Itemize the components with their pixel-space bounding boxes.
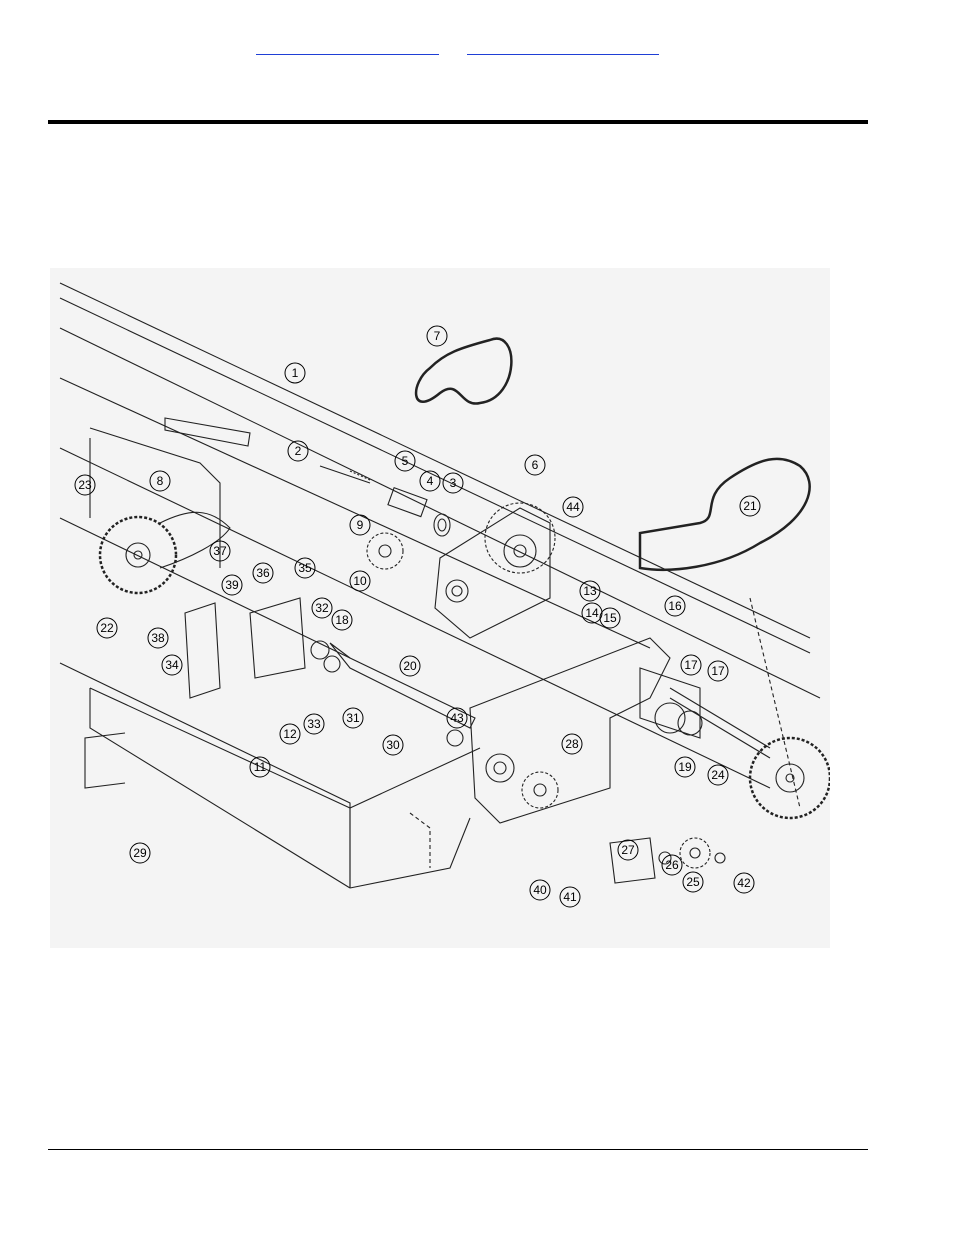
callout-36	[252, 562, 274, 584]
callout-label-39: 39	[225, 578, 239, 592]
callout-28	[561, 733, 583, 755]
callout-17a	[680, 654, 702, 676]
callout-label-8: 8	[157, 474, 164, 488]
callout-40	[529, 879, 551, 901]
callout-20	[399, 655, 421, 677]
callout-label-13: 13	[583, 584, 597, 598]
callout-label-22: 22	[100, 621, 114, 635]
callout-32	[311, 597, 333, 619]
callout-label-35: 35	[298, 561, 312, 575]
callout-label-3: 3	[450, 476, 457, 490]
callout-7	[426, 325, 448, 347]
callout-8	[149, 470, 171, 492]
callout-label-7: 7	[434, 329, 441, 343]
callout-label-17b: 17	[711, 664, 725, 678]
callout-33	[303, 713, 325, 735]
callout-9	[349, 514, 371, 536]
callout-label-24: 24	[711, 768, 725, 782]
callout-3	[442, 472, 464, 494]
callout-label-9: 9	[357, 518, 364, 532]
callout-16	[664, 595, 686, 617]
callout-10	[349, 570, 371, 592]
callout-22	[96, 617, 118, 639]
callout-4	[419, 470, 441, 492]
callout-label-11: 11	[254, 760, 267, 774]
callout-label-21: 21	[743, 499, 757, 513]
callout-label-37: 37	[213, 544, 227, 558]
callout-38	[147, 627, 169, 649]
callout-42	[733, 872, 755, 894]
callout-label-31: 31	[346, 711, 360, 725]
callout-label-38: 38	[151, 631, 165, 645]
callout-label-18: 18	[335, 613, 349, 627]
callout-label-44: 44	[566, 500, 580, 514]
callout-label-28: 28	[565, 737, 579, 751]
header-rule	[48, 120, 868, 124]
callout-12	[279, 723, 301, 745]
callout-label-32: 32	[315, 601, 329, 615]
callout-label-26: 26	[665, 858, 679, 872]
callout-label-1: 1	[292, 366, 299, 380]
callout-label-43: 43	[450, 711, 464, 725]
callout-label-40: 40	[533, 883, 547, 897]
callout-label-2: 2	[295, 444, 302, 458]
callout-label-36: 36	[256, 566, 270, 580]
footer-rule	[48, 1149, 868, 1150]
callout-25	[682, 871, 704, 893]
callout-11	[249, 756, 271, 778]
callout-24	[707, 764, 729, 786]
callout-18	[331, 609, 353, 631]
callout-29	[129, 842, 151, 864]
callout-27	[617, 839, 639, 861]
callout-label-29: 29	[133, 846, 147, 860]
callout-label-42: 42	[737, 876, 751, 890]
callout-label-27: 27	[621, 843, 635, 857]
callout-6	[524, 454, 546, 476]
callout-label-23: 23	[78, 478, 92, 492]
callout-15	[599, 607, 621, 629]
callout-23	[74, 474, 96, 496]
callout-label-30: 30	[386, 738, 400, 752]
callout-17b	[707, 660, 729, 682]
callout-label-5: 5	[402, 454, 409, 468]
header-link-1[interactable]	[256, 38, 439, 55]
callout-35	[294, 557, 316, 579]
callout-34	[161, 654, 183, 676]
parts-diagram: 1 2 3 4 5 6 7 8 9 10 11 12 13 14 15 16 1	[50, 268, 830, 948]
callout-14	[581, 602, 603, 624]
callout-41	[559, 886, 581, 908]
header-link-2[interactable]	[467, 38, 659, 55]
callout-30	[382, 734, 404, 756]
callout-label-19: 19	[678, 760, 692, 774]
frame-top-edge	[59, 282, 811, 639]
callout-label-41: 41	[563, 890, 577, 904]
callout-21	[739, 495, 761, 517]
callout-5	[394, 450, 416, 472]
callout-2	[287, 440, 309, 462]
callout-label-6: 6	[532, 458, 539, 472]
callout-label-17a: 17	[684, 658, 698, 672]
callout-44	[562, 496, 584, 518]
callout-label-12: 12	[283, 727, 297, 741]
callout-label-20: 20	[403, 659, 417, 673]
callout-label-25: 25	[686, 875, 700, 889]
callout-31	[342, 707, 364, 729]
callout-19	[674, 756, 696, 778]
callout-label-16: 16	[668, 599, 682, 613]
callout-label-10: 10	[353, 574, 367, 588]
callout-label-34: 34	[165, 658, 179, 672]
header-links	[0, 38, 954, 58]
callout-37	[209, 540, 231, 562]
callout-26	[661, 854, 683, 876]
callout-13	[579, 580, 601, 602]
callout-label-14: 14	[585, 606, 599, 620]
callout-label-33: 33	[307, 717, 321, 731]
callout-label-15: 15	[603, 611, 617, 625]
callout-label-4: 4	[427, 474, 434, 488]
callout-39	[221, 574, 243, 596]
callout-1	[284, 362, 306, 384]
callout-43	[446, 707, 468, 729]
